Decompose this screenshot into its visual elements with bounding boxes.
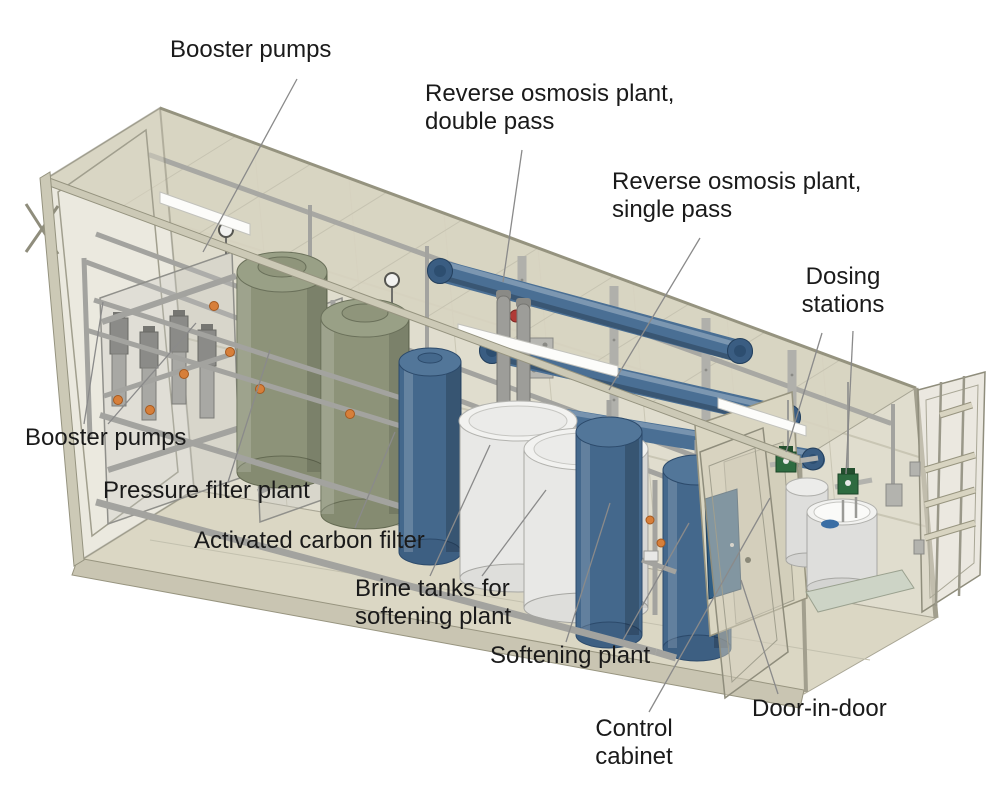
leader-softening-1 bbox=[565, 502, 611, 643]
softener-valve-cluster bbox=[641, 480, 677, 615]
container-end-door bbox=[909, 371, 986, 619]
label-line: Door-in-door bbox=[752, 695, 887, 722]
door-hinge bbox=[909, 461, 921, 477]
label-line: Pressure filter plant bbox=[103, 477, 310, 504]
leader-booster-left-1 bbox=[83, 301, 104, 425]
label-ro-double-pass: Reverse osmosis plant,double pass bbox=[425, 80, 674, 136]
label-line: Reverse osmosis plant, bbox=[425, 80, 675, 107]
door-lock-bars bbox=[923, 401, 977, 542]
label-line: Booster pumps bbox=[170, 36, 332, 63]
label-line: softening plant bbox=[355, 603, 512, 630]
valve-handles bbox=[113, 301, 235, 415]
label-activated-carbon-filter: Activated carbon filter bbox=[194, 527, 425, 555]
label-line: Dosing bbox=[805, 263, 881, 290]
floor-pipe bbox=[95, 498, 678, 662]
leader-booster-left-2 bbox=[107, 322, 197, 425]
label-line: Control bbox=[595, 715, 673, 742]
leader-door-in-door bbox=[740, 579, 779, 695]
leader-booster-pumps-top bbox=[202, 78, 298, 253]
leader-control-cabinet bbox=[648, 497, 771, 713]
leader-pressure-filter bbox=[227, 349, 271, 483]
softening-tank-1 bbox=[575, 400, 643, 649]
leader-brine-1 bbox=[429, 444, 491, 577]
label-line: double pass bbox=[425, 108, 555, 135]
container-front-frame bbox=[39, 171, 801, 567]
label-line: Softening plant bbox=[490, 642, 651, 669]
label-line: stations bbox=[801, 291, 885, 318]
label-booster-pumps-left: Booster pumps bbox=[25, 424, 186, 452]
door-handle bbox=[745, 557, 751, 563]
booster-pump-skid-1 bbox=[99, 250, 241, 526]
label-line: single pass bbox=[612, 196, 733, 223]
leader-carbon-filter bbox=[354, 431, 396, 529]
blue-pressure-vessel bbox=[398, 347, 462, 566]
door-hinge bbox=[913, 539, 925, 555]
label-line: Brine tanks for bbox=[355, 575, 510, 602]
drip-tray bbox=[805, 569, 915, 613]
dosing-pump-2 bbox=[837, 468, 859, 495]
label-line: Reverse osmosis plant, bbox=[612, 168, 862, 195]
leader-lines bbox=[83, 78, 854, 713]
ceiling-lights bbox=[159, 191, 807, 437]
leader-dosing-1 bbox=[785, 332, 823, 453]
label-softening-plant: Softening plant bbox=[490, 642, 650, 670]
leader-dosing-2 bbox=[845, 330, 854, 475]
label-line: cabinet bbox=[595, 743, 673, 770]
leader-ro-single bbox=[608, 237, 701, 391]
leader-softening-2 bbox=[622, 522, 690, 641]
ro-tube-double-pass-1 bbox=[427, 258, 753, 364]
dosing-stations bbox=[769, 382, 915, 613]
leader-ro-double bbox=[502, 149, 523, 283]
leader-brine-2 bbox=[481, 489, 547, 577]
label-line: Activated carbon filter bbox=[194, 527, 425, 554]
label-line: Booster pumps bbox=[25, 424, 187, 451]
label-ro-single-pass: Reverse osmosis plant,single pass bbox=[612, 168, 861, 224]
label-door-in-door: Door-in-door bbox=[752, 695, 887, 723]
label-booster-pumps-top: Booster pumps bbox=[170, 36, 331, 64]
label-pressure-filter-plant: Pressure filter plant bbox=[103, 477, 310, 505]
